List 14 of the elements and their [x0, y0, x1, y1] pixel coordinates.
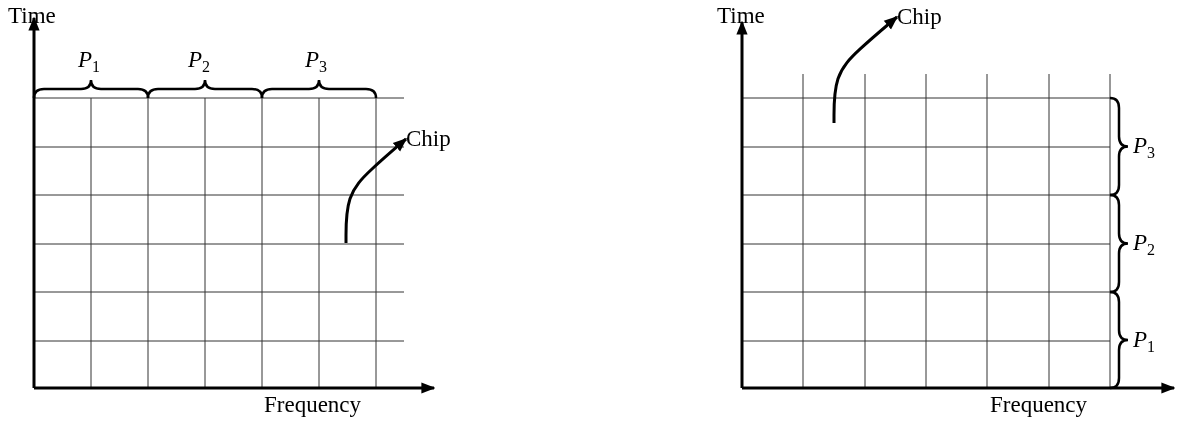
partition-label: P$_{3}$: [1133, 133, 1156, 159]
partition-label: P$_{3}$: [305, 47, 328, 73]
chip-label: Chip: [406, 126, 451, 151]
partition-label: P$_{2}$: [1133, 230, 1156, 256]
chip-label: Chip: [897, 4, 942, 29]
axis-label: Frequency: [264, 392, 362, 418]
arrow: [344, 137, 408, 243]
partition-label: P$_{2}$: [188, 47, 211, 73]
partition-label: P$_{1}$: [1133, 327, 1156, 353]
partition-label: P$_{1}$: [78, 47, 101, 73]
axis-label: Frequency: [990, 392, 1088, 418]
axis-label: Time: [717, 3, 765, 29]
axis-label: Time: [8, 3, 56, 29]
arrow: [832, 15, 899, 123]
